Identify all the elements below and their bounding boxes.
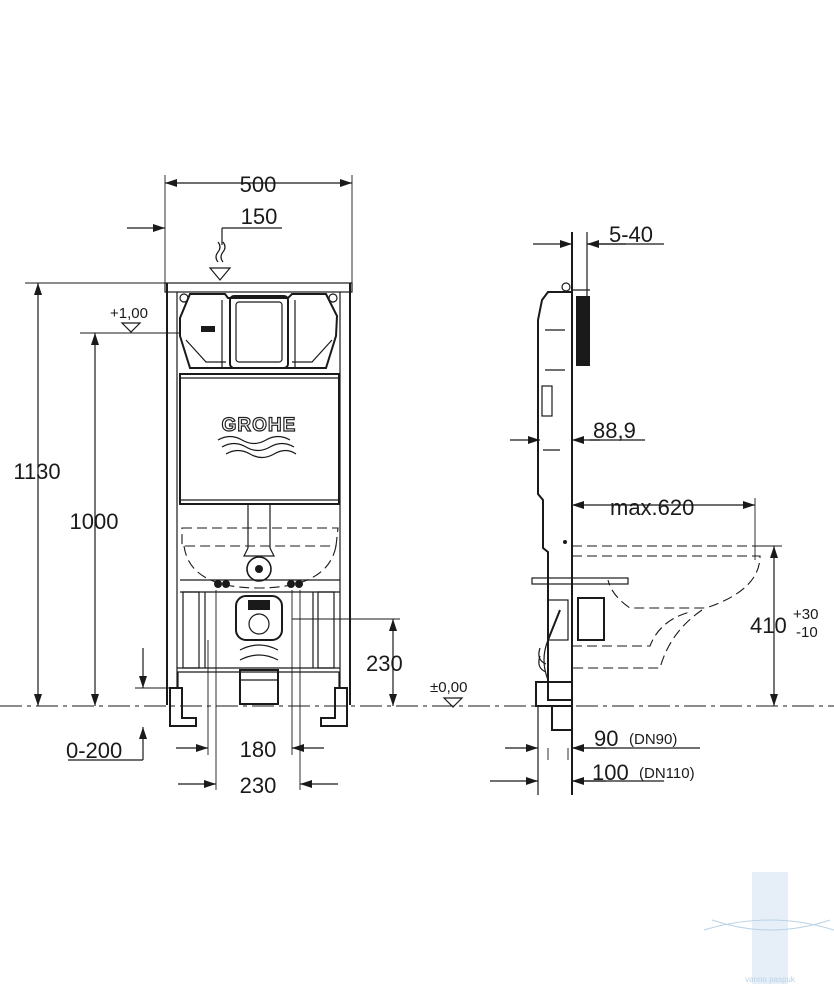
dim-total-height: 1130 bbox=[13, 459, 60, 484]
side-view: 5-40 88,9 max.620 ±0,00 410 +30 -10 90 (… bbox=[430, 222, 818, 795]
cistern-side bbox=[537, 282, 590, 701]
dim-tolerance-plus: +30 bbox=[793, 606, 818, 623]
dim-projection: max.620 bbox=[610, 495, 694, 520]
dim-depth: 88,9 bbox=[593, 418, 636, 443]
side-dimension-lines bbox=[490, 240, 778, 785]
dim-level-mark: +1,00 bbox=[110, 305, 148, 322]
lower-frame bbox=[177, 579, 340, 673]
dim-bolt-outer: 230 bbox=[240, 773, 277, 798]
dim-drain-height: 230 bbox=[366, 651, 403, 676]
watermark: vanno paspuk bbox=[703, 872, 834, 984]
flush-pipe bbox=[243, 504, 275, 582]
dim-pipe-90-dn: (DN90) bbox=[629, 731, 677, 748]
front-extension-lines bbox=[25, 175, 400, 790]
dim-bolt-height: 410 bbox=[750, 613, 787, 638]
dim-tolerance-minus: -10 bbox=[796, 624, 818, 641]
dim-wall-thickness: 5-40 bbox=[609, 222, 653, 247]
dim-inlet-offset: 150 bbox=[241, 204, 278, 229]
front-dimension-lines bbox=[34, 179, 397, 788]
bowl-outline-front bbox=[181, 527, 339, 589]
cistern-top bbox=[179, 293, 339, 369]
frame-rails bbox=[164, 282, 353, 705]
drain-elbow-front bbox=[235, 595, 283, 705]
grohe-logo: GROHE bbox=[222, 415, 297, 436]
dim-pipe-90: 90 bbox=[594, 726, 618, 751]
drain-side bbox=[535, 647, 573, 795]
dim-height: 1000 bbox=[70, 509, 119, 534]
dim-width: 500 bbox=[240, 172, 277, 197]
frame-feet bbox=[169, 672, 348, 727]
dim-floor-adjust: 0-200 bbox=[66, 738, 122, 763]
watermark-text: vanno paspuk bbox=[745, 975, 796, 984]
dim-floor-level: ±0,00 bbox=[430, 679, 467, 696]
dim-pipe-100: 100 bbox=[592, 760, 629, 785]
dim-bolt-inner: 180 bbox=[240, 737, 277, 762]
dim-pipe-100-dn: (DN110) bbox=[639, 765, 695, 782]
bowl-bracket-side bbox=[531, 577, 629, 700]
level-marker-icon bbox=[120, 322, 142, 333]
floor-level-icon bbox=[442, 697, 464, 708]
front-view: GROHE bbox=[13, 172, 402, 798]
side-extension-lines bbox=[547, 439, 782, 760]
cistern-body: GROHE bbox=[179, 373, 340, 505]
water-inlet-icon bbox=[208, 241, 232, 281]
